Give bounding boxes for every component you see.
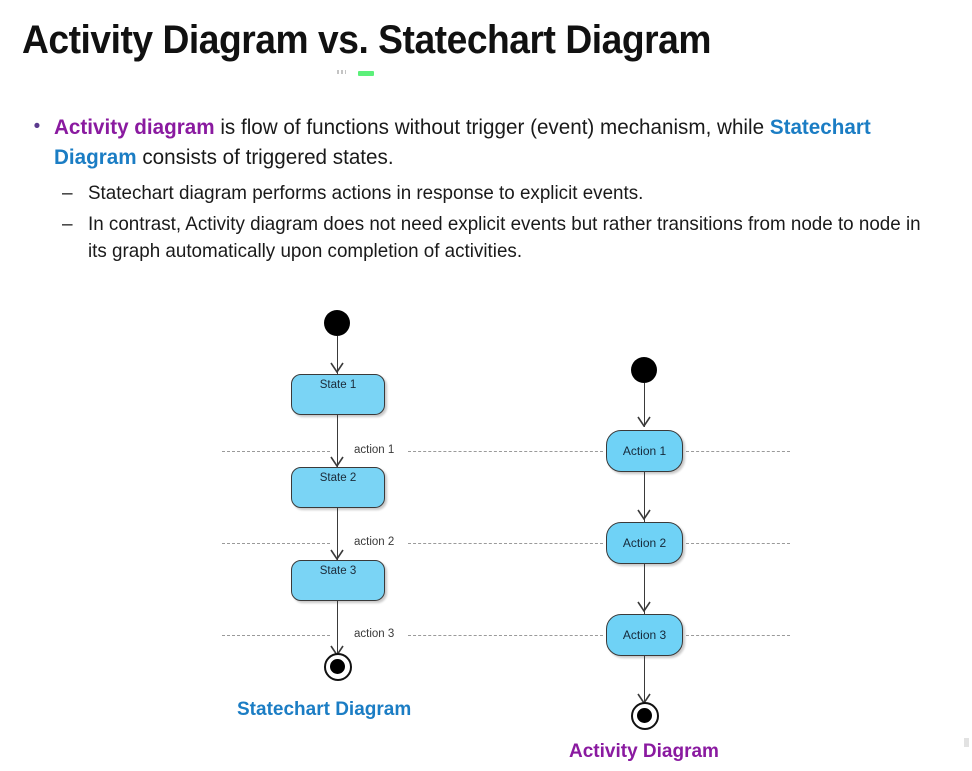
statechart-connector-start: [337, 336, 338, 374]
activity-action-2-label: Action 2: [622, 536, 667, 550]
activity-action-2[interactable]: Action 2: [606, 522, 683, 564]
activity-connector-2: [644, 564, 645, 614]
comparison-line-3-right: [686, 635, 790, 636]
activity-initial-node[interactable]: [631, 357, 657, 383]
annotation-dots-artifact: [337, 70, 346, 74]
arrowhead-icon: [637, 509, 651, 520]
bullet-list: • Activity diagram is flow of functions …: [20, 112, 960, 269]
sub-bullet-2-text: In contrast, Activity diagram does not n…: [88, 213, 921, 262]
arrowhead-icon: [330, 456, 344, 467]
bullet-marker: •: [33, 116, 41, 137]
statechart-state-1-label: State 1: [319, 379, 357, 391]
comparison-line-1-right: [686, 451, 790, 452]
statechart-state-1[interactable]: State 1: [291, 374, 385, 415]
activity-action-3-label: Action 3: [622, 628, 667, 642]
activity-action-1-label: Action 1: [622, 444, 667, 458]
comparison-line-2-right: [686, 543, 790, 544]
diagram-figure: State 1 action 1 State 2 action 2 State …: [0, 296, 972, 771]
statechart-transition-2-label: action 2: [354, 536, 395, 548]
arrowhead-icon: [637, 416, 651, 427]
statechart-connector-2: [337, 508, 338, 561]
sub-bullet-marker: –: [62, 214, 73, 235]
sub-bullet-marker: –: [62, 183, 73, 204]
statechart-state-3[interactable]: State 3: [291, 560, 385, 601]
statechart-transition-1-label: action 1: [354, 444, 395, 456]
corner-artifact: [964, 738, 969, 747]
comparison-line-1-mid: [408, 451, 603, 452]
activity-connector-1: [644, 472, 645, 522]
statechart-state-2-label: State 2: [319, 472, 357, 484]
sub-bullet-1: – Statechart diagram performs actions in…: [62, 180, 960, 207]
keyword-activity-diagram: Activity diagram: [54, 115, 215, 139]
comparison-line-1-left: [222, 451, 330, 452]
activity-caption: Activity Diagram: [569, 741, 719, 762]
statechart-final-node[interactable]: [324, 653, 352, 681]
statechart-initial-node[interactable]: [324, 310, 350, 336]
green-highlight-artifact: [358, 71, 374, 76]
statechart-state-2[interactable]: State 2: [291, 467, 385, 508]
statechart-caption: Statechart Diagram: [237, 699, 412, 720]
activity-final-node[interactable]: [631, 702, 659, 730]
activity-action-3[interactable]: Action 3: [606, 614, 683, 656]
statechart-connector-1: [337, 415, 338, 468]
comparison-line-2-left: [222, 543, 330, 544]
statechart-state-3-label: State 3: [319, 565, 357, 577]
arrowhead-icon: [637, 601, 651, 612]
arrowhead-icon: [330, 549, 344, 560]
sub-bullet-2: – In contrast, Activity diagram does not…: [62, 211, 960, 265]
statechart-connector-3: [337, 601, 338, 656]
keyword-statechart-diagram: Statechart Diagram: [54, 115, 871, 169]
page-title: Activity Diagram vs. Statechart Diagram: [22, 18, 711, 62]
main-bullet-text-part4: consists of triggered states.: [136, 145, 394, 169]
activity-connector-3: [644, 656, 645, 706]
main-bullet-text: Activity diagram is flow of functions wi…: [54, 112, 924, 172]
statechart-transition-3-label: action 3: [354, 628, 395, 640]
comparison-line-3-mid: [408, 635, 603, 636]
sub-bullet-1-text: Statechart diagram performs actions in r…: [88, 182, 644, 204]
activity-action-1[interactable]: Action 1: [606, 430, 683, 472]
comparison-line-3-left: [222, 635, 330, 636]
activity-connector-start: [644, 383, 645, 427]
comparison-line-2-mid: [408, 543, 603, 544]
arrowhead-icon: [330, 362, 344, 373]
main-bullet-text-part2: is flow of functions without trigger (ev…: [214, 115, 770, 139]
main-bullet: • Activity diagram is flow of functions …: [20, 112, 960, 172]
sub-bullet-list: – Statechart diagram performs actions in…: [20, 180, 960, 265]
